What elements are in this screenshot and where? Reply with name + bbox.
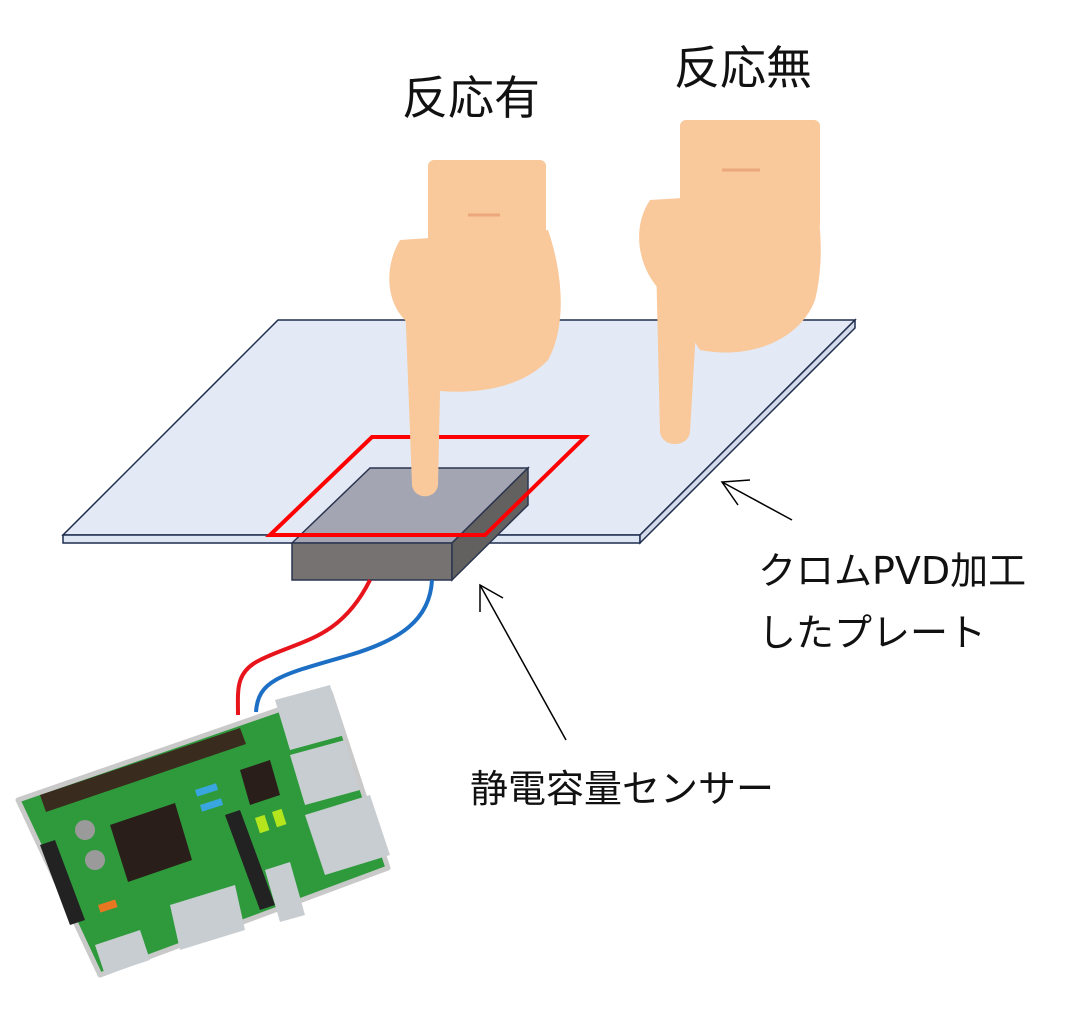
raspberry-pi-board-icon xyxy=(15,685,391,978)
label-reaction-yes: 反応有 xyxy=(402,71,540,125)
hand-touching-icon xyxy=(389,160,561,497)
label-plate-line1: クロムPVD加工 xyxy=(758,549,1027,593)
plate-arrow xyxy=(720,479,793,521)
sensor-arrow xyxy=(479,583,567,741)
hand-not-touching-icon xyxy=(639,120,821,444)
red-wire xyxy=(235,579,372,716)
label-sensor: 静電容量センサー xyxy=(470,767,775,811)
chrome-plate xyxy=(61,318,857,545)
label-reaction-no: 反応無 xyxy=(674,41,812,95)
label-plate-line2: したプレート xyxy=(758,611,987,655)
detection-area-outline xyxy=(265,435,590,537)
capacitive-sensor xyxy=(290,466,530,582)
blue-wire xyxy=(254,579,434,713)
